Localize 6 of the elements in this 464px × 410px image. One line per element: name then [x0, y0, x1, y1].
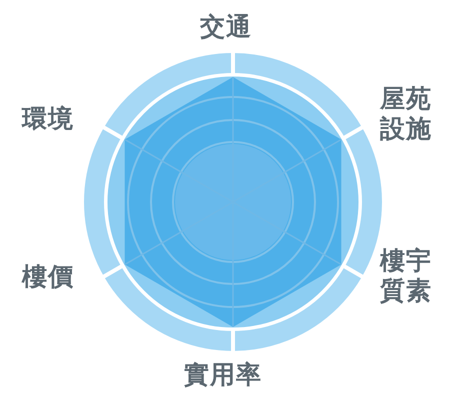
axis-label: 樓價 [22, 262, 75, 292]
axis-label: 實用率 [184, 360, 263, 390]
axis-label: 環境 [22, 104, 75, 134]
axis-label: 屋苑設施 [380, 84, 433, 144]
axis-label: 交通 [200, 12, 253, 42]
axis-label: 樓宇質素 [380, 246, 433, 306]
